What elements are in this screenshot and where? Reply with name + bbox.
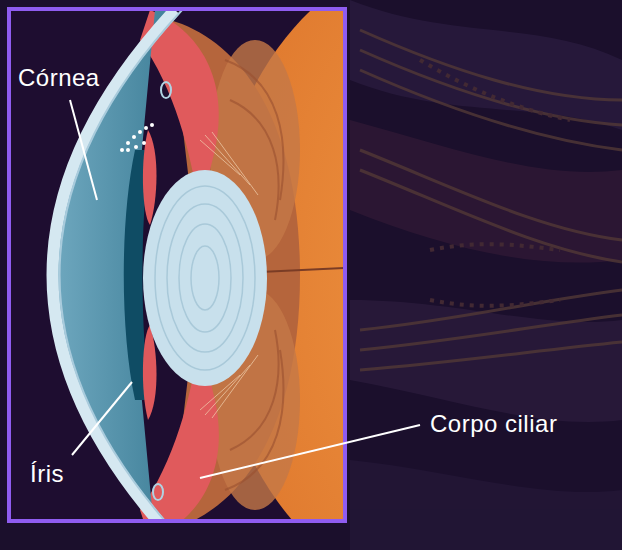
part-label: Íris [30, 460, 64, 488]
part-label: Corpo ciliar [430, 410, 557, 438]
leader-line [200, 425, 420, 478]
leader-line [70, 100, 97, 200]
frame [9, 9, 345, 521]
leader-line [72, 382, 132, 455]
faded-background-illustration [350, 0, 622, 550]
part-label: Córnea [18, 64, 100, 92]
